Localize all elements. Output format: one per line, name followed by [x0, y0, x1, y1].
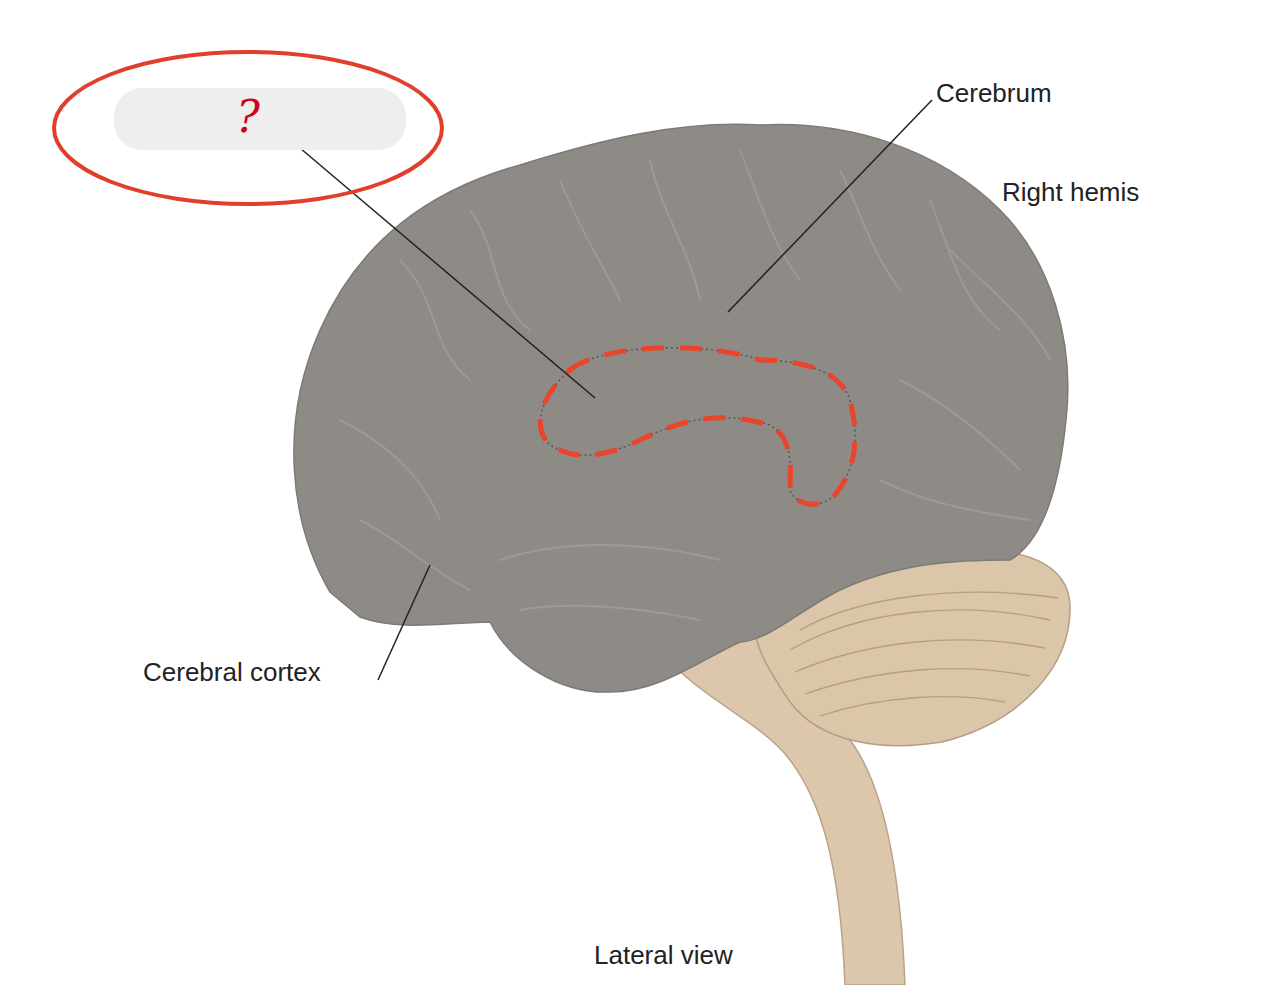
leader-line [378, 565, 430, 680]
part-label: Cerebral cortex [143, 657, 321, 687]
blurred-patch [114, 88, 406, 150]
region-highlight [540, 348, 855, 504]
unknown-label: ? [52, 92, 444, 142]
region-outline [540, 348, 855, 504]
cerebellum-folia [790, 592, 1058, 716]
leader-line [300, 148, 595, 398]
part-label: Lateral view [594, 940, 733, 970]
cerebrum [294, 124, 1068, 692]
callout-ellipse: ? [52, 50, 444, 206]
gyri-lines [340, 150, 1050, 620]
part-label: Cerebrum [936, 78, 1052, 108]
part-label: Right hemis [1002, 177, 1139, 207]
leader-line [728, 100, 932, 312]
